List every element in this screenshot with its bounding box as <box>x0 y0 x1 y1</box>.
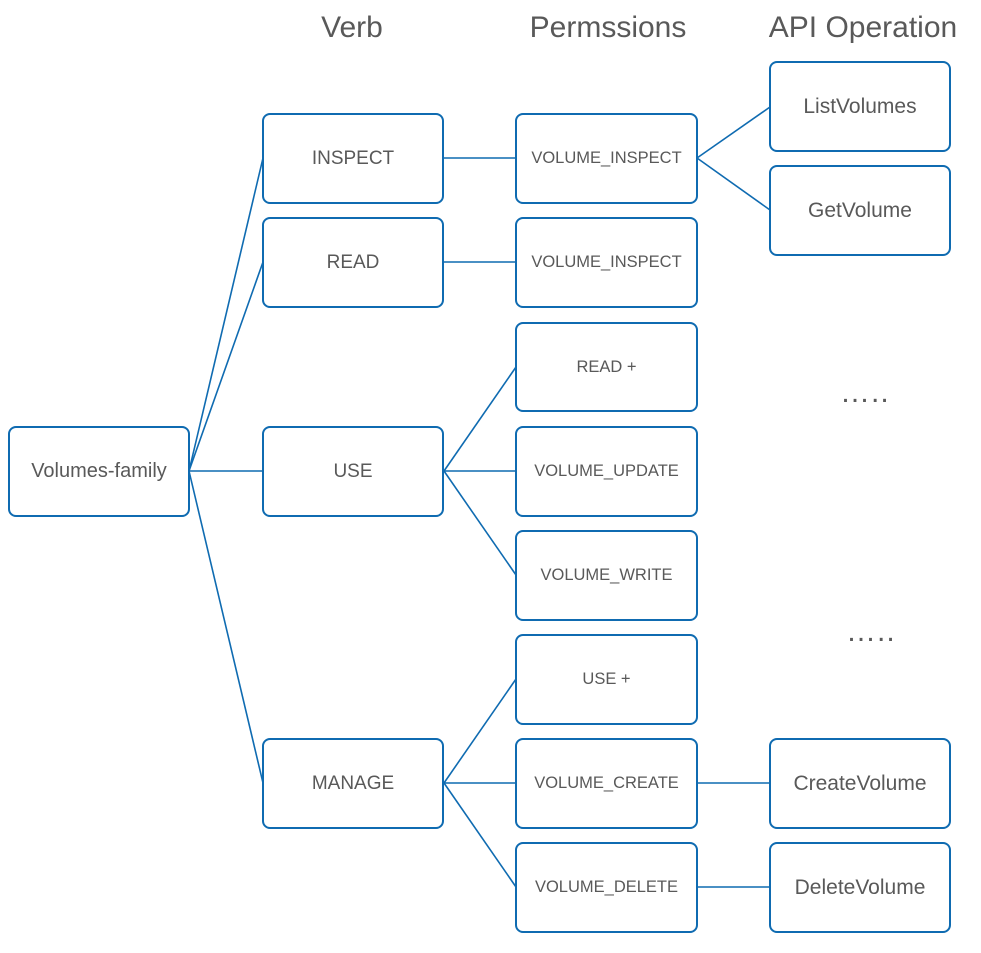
edge-inspect-getvolume <box>696 157 771 211</box>
edge-use-write <box>443 470 517 576</box>
edge-inspect-listvolumes <box>696 106 771 159</box>
permission-node-volume-write: VOLUME_WRITE <box>515 530 698 621</box>
edge-root-read <box>188 261 264 472</box>
api-node-createvolume: CreateVolume <box>769 738 951 829</box>
ellipsis-more-operations-2: ….. <box>846 615 896 648</box>
header-verb: Verb <box>321 11 383 44</box>
verb-node-read: READ <box>262 217 444 308</box>
permission-node-volume-inspect-1: VOLUME_INSPECT <box>515 113 698 204</box>
edge-manage-delete <box>443 782 517 888</box>
permission-node-volume-create: VOLUME_CREATE <box>515 738 698 829</box>
api-node-listvolumes: ListVolumes <box>769 61 951 152</box>
permission-node-volume-update: VOLUME_UPDATE <box>515 426 698 517</box>
header-api-operation: API Operation <box>768 11 958 44</box>
permission-node-read-plus: READ + <box>515 322 698 412</box>
edge-root-manage <box>188 470 264 784</box>
api-node-deletevolume: DeleteVolume <box>769 842 951 933</box>
verb-node-use: USE <box>262 426 444 517</box>
api-node-getvolume: GetVolume <box>769 165 951 256</box>
header-permissions: Permssions <box>529 11 687 44</box>
verb-node-manage: MANAGE <box>262 738 444 829</box>
ellipsis-more-operations-1: ….. <box>840 376 890 409</box>
verb-node-inspect: INSPECT <box>262 113 444 204</box>
permission-node-use-plus: USE + <box>515 634 698 725</box>
edge-use-readplus <box>443 366 517 472</box>
permission-node-volume-delete: VOLUME_DELETE <box>515 842 698 933</box>
edge-manage-useplus <box>443 678 517 784</box>
permission-node-volume-inspect-2: VOLUME_INSPECT <box>515 217 698 308</box>
root-node-volumes-family: Volumes-family <box>8 426 190 517</box>
edge-root-inspect <box>188 157 264 472</box>
